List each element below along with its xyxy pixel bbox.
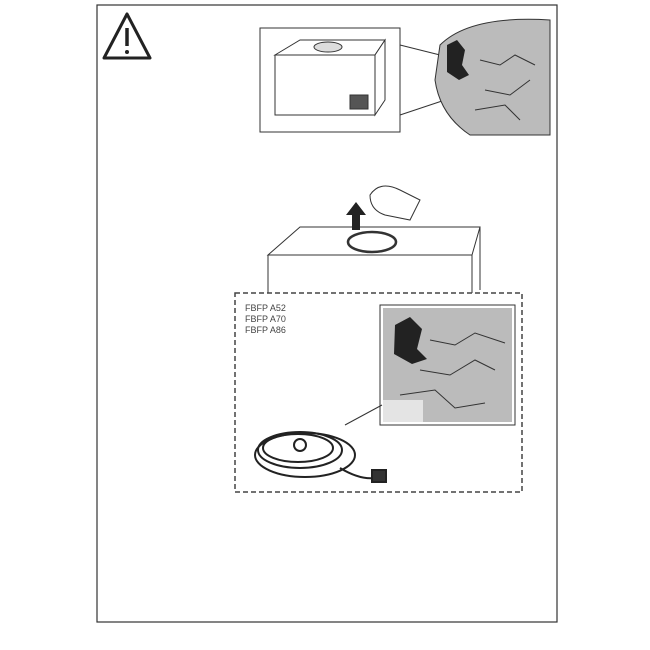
model-list: FBFP A52 FBFP A70 FBFP A86 <box>245 303 286 336</box>
warning-icon <box>102 12 152 60</box>
europe-map-icon <box>434 18 551 136</box>
page-frame <box>96 4 558 623</box>
hood-icon <box>266 226 481 300</box>
hood-icon <box>273 38 386 117</box>
europe-map-icon <box>383 308 512 422</box>
model-label: FBFP A70 <box>245 314 286 324</box>
model-label: FBFP A52 <box>245 303 286 313</box>
arrow-up-icon <box>346 202 366 230</box>
hand-icon <box>369 185 421 221</box>
power-cord-icon <box>254 431 387 483</box>
model-label: FBFP A86 <box>245 325 286 335</box>
